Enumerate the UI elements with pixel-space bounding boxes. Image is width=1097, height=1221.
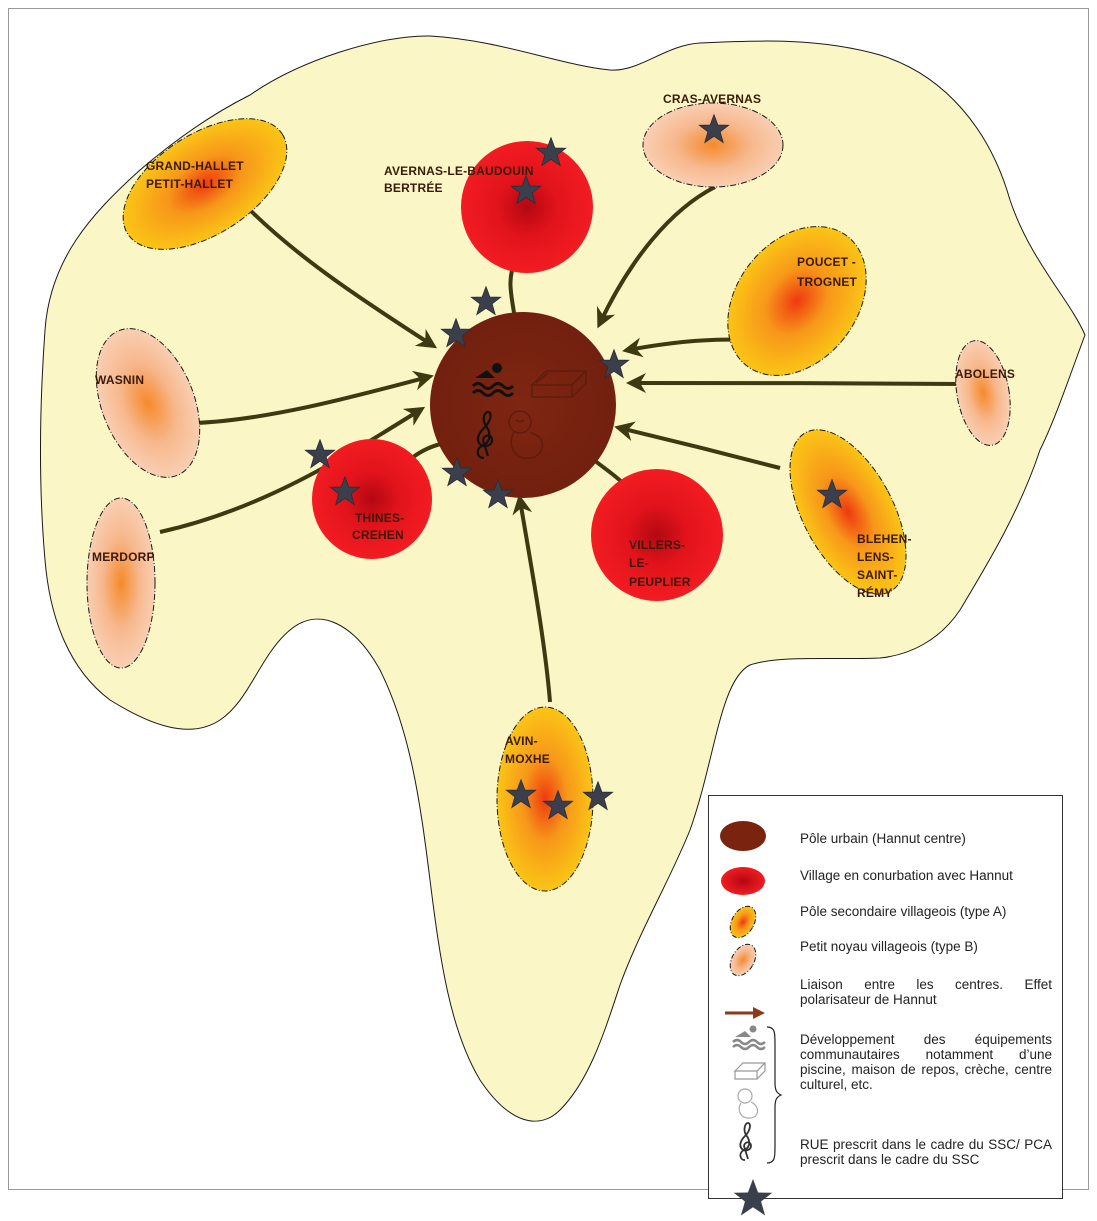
label-avin-2: Moxhe bbox=[505, 752, 550, 766]
label-thines-2: Crehen bbox=[352, 528, 404, 542]
label-thines-1: Thines- bbox=[355, 511, 404, 525]
place-labels: Cras-Avernas Avernas-Le-Baudouin Bertrée… bbox=[92, 92, 1015, 766]
equipment-icons bbox=[471, 363, 588, 460]
settlements bbox=[86, 102, 1011, 892]
baby-icon bbox=[737, 1088, 759, 1119]
legend: Pôle urbain (Hannut centre) Village en c… bbox=[708, 795, 1063, 1216]
pole-abolens bbox=[955, 340, 1011, 446]
label-avernas-1: Avernas-Le-Baudouin bbox=[384, 164, 534, 178]
bed-icon bbox=[733, 1062, 767, 1080]
arrow-cras bbox=[596, 185, 716, 329]
label-blehen-4: Rémy bbox=[857, 585, 892, 600]
star-symbol bbox=[733, 1178, 773, 1216]
label-merdorp-1: Merdorp bbox=[92, 550, 155, 564]
label-villers-1: Villers- bbox=[629, 538, 685, 552]
music-note-icon bbox=[739, 1122, 752, 1161]
urban-pole-symbol bbox=[720, 821, 766, 851]
pole-grand-hallet bbox=[122, 118, 288, 250]
arrow-wasnin bbox=[194, 370, 434, 425]
legend-text-small-core: Petit noyau villageois (type B) bbox=[800, 939, 978, 954]
pole-poucet bbox=[727, 226, 867, 376]
link-arrow-symbol bbox=[725, 1007, 765, 1019]
legend-text-link: Liaison entre les centres. Effet polaris… bbox=[800, 977, 1052, 1007]
village-avernas bbox=[461, 141, 593, 273]
arrow-avin bbox=[512, 494, 552, 703]
pole-merdorp bbox=[86, 497, 156, 669]
village-villers bbox=[591, 469, 723, 601]
swimming-icon bbox=[471, 363, 515, 397]
pole-wasnin bbox=[95, 328, 201, 478]
label-poucet-2: Trognet bbox=[797, 275, 858, 289]
legend-text-conurbation: Village en conurbation avec Hannut bbox=[800, 868, 1013, 883]
small-core-symbol bbox=[729, 943, 757, 977]
arrow-grand-hallet bbox=[246, 206, 438, 349]
legend-text-secondary: Pôle secondaire villageois (type A) bbox=[800, 904, 1007, 919]
secondary-pole-symbol bbox=[729, 905, 757, 939]
label-villers-2: Le- bbox=[629, 556, 649, 570]
label-avin-1: Avin- bbox=[505, 734, 538, 748]
curly-brace bbox=[766, 1026, 783, 1164]
label-avernas-2: Bertrée bbox=[384, 180, 443, 195]
arrow-merdorp bbox=[159, 406, 426, 534]
pole-blehen bbox=[789, 429, 907, 595]
village-thines bbox=[312, 439, 432, 559]
swimming-icon bbox=[732, 1025, 766, 1051]
label-blehen-1: Blehen- bbox=[857, 532, 912, 546]
legend-text-star: RUE prescrit dans le cadre du SSC/ PCA p… bbox=[800, 1137, 1052, 1167]
label-abolens-1: Abolens bbox=[955, 367, 1015, 381]
label-cras-1: Cras-Avernas bbox=[663, 92, 761, 106]
label-grand-2: Petit-Hallet bbox=[146, 177, 234, 191]
music-note-icon bbox=[476, 410, 494, 460]
map-frame bbox=[8, 8, 1089, 1190]
label-blehen-3: Saint- bbox=[857, 568, 898, 582]
urban-pole-hannut bbox=[430, 312, 616, 498]
label-poucet-1: Poucet - bbox=[797, 255, 856, 269]
legend-text-urban-pole: Pôle urbain (Hannut centre) bbox=[800, 831, 966, 846]
equipment-icons-symbol bbox=[732, 1025, 783, 1164]
conurbation-village-symbol bbox=[721, 867, 765, 895]
legend-text-equipment: Développement des équipements communauta… bbox=[800, 1032, 1052, 1092]
label-villers-3: Peuplier bbox=[629, 575, 691, 589]
label-blehen-2: lens- bbox=[857, 550, 894, 564]
label-wasnin-1: Wasnin bbox=[95, 373, 144, 387]
baby-icon bbox=[508, 410, 544, 460]
arrow-abolens bbox=[626, 373, 963, 394]
pole-cras-avernas bbox=[642, 102, 784, 188]
bed-icon bbox=[530, 370, 588, 398]
label-grand-1: Grand-Hallet bbox=[146, 159, 244, 173]
